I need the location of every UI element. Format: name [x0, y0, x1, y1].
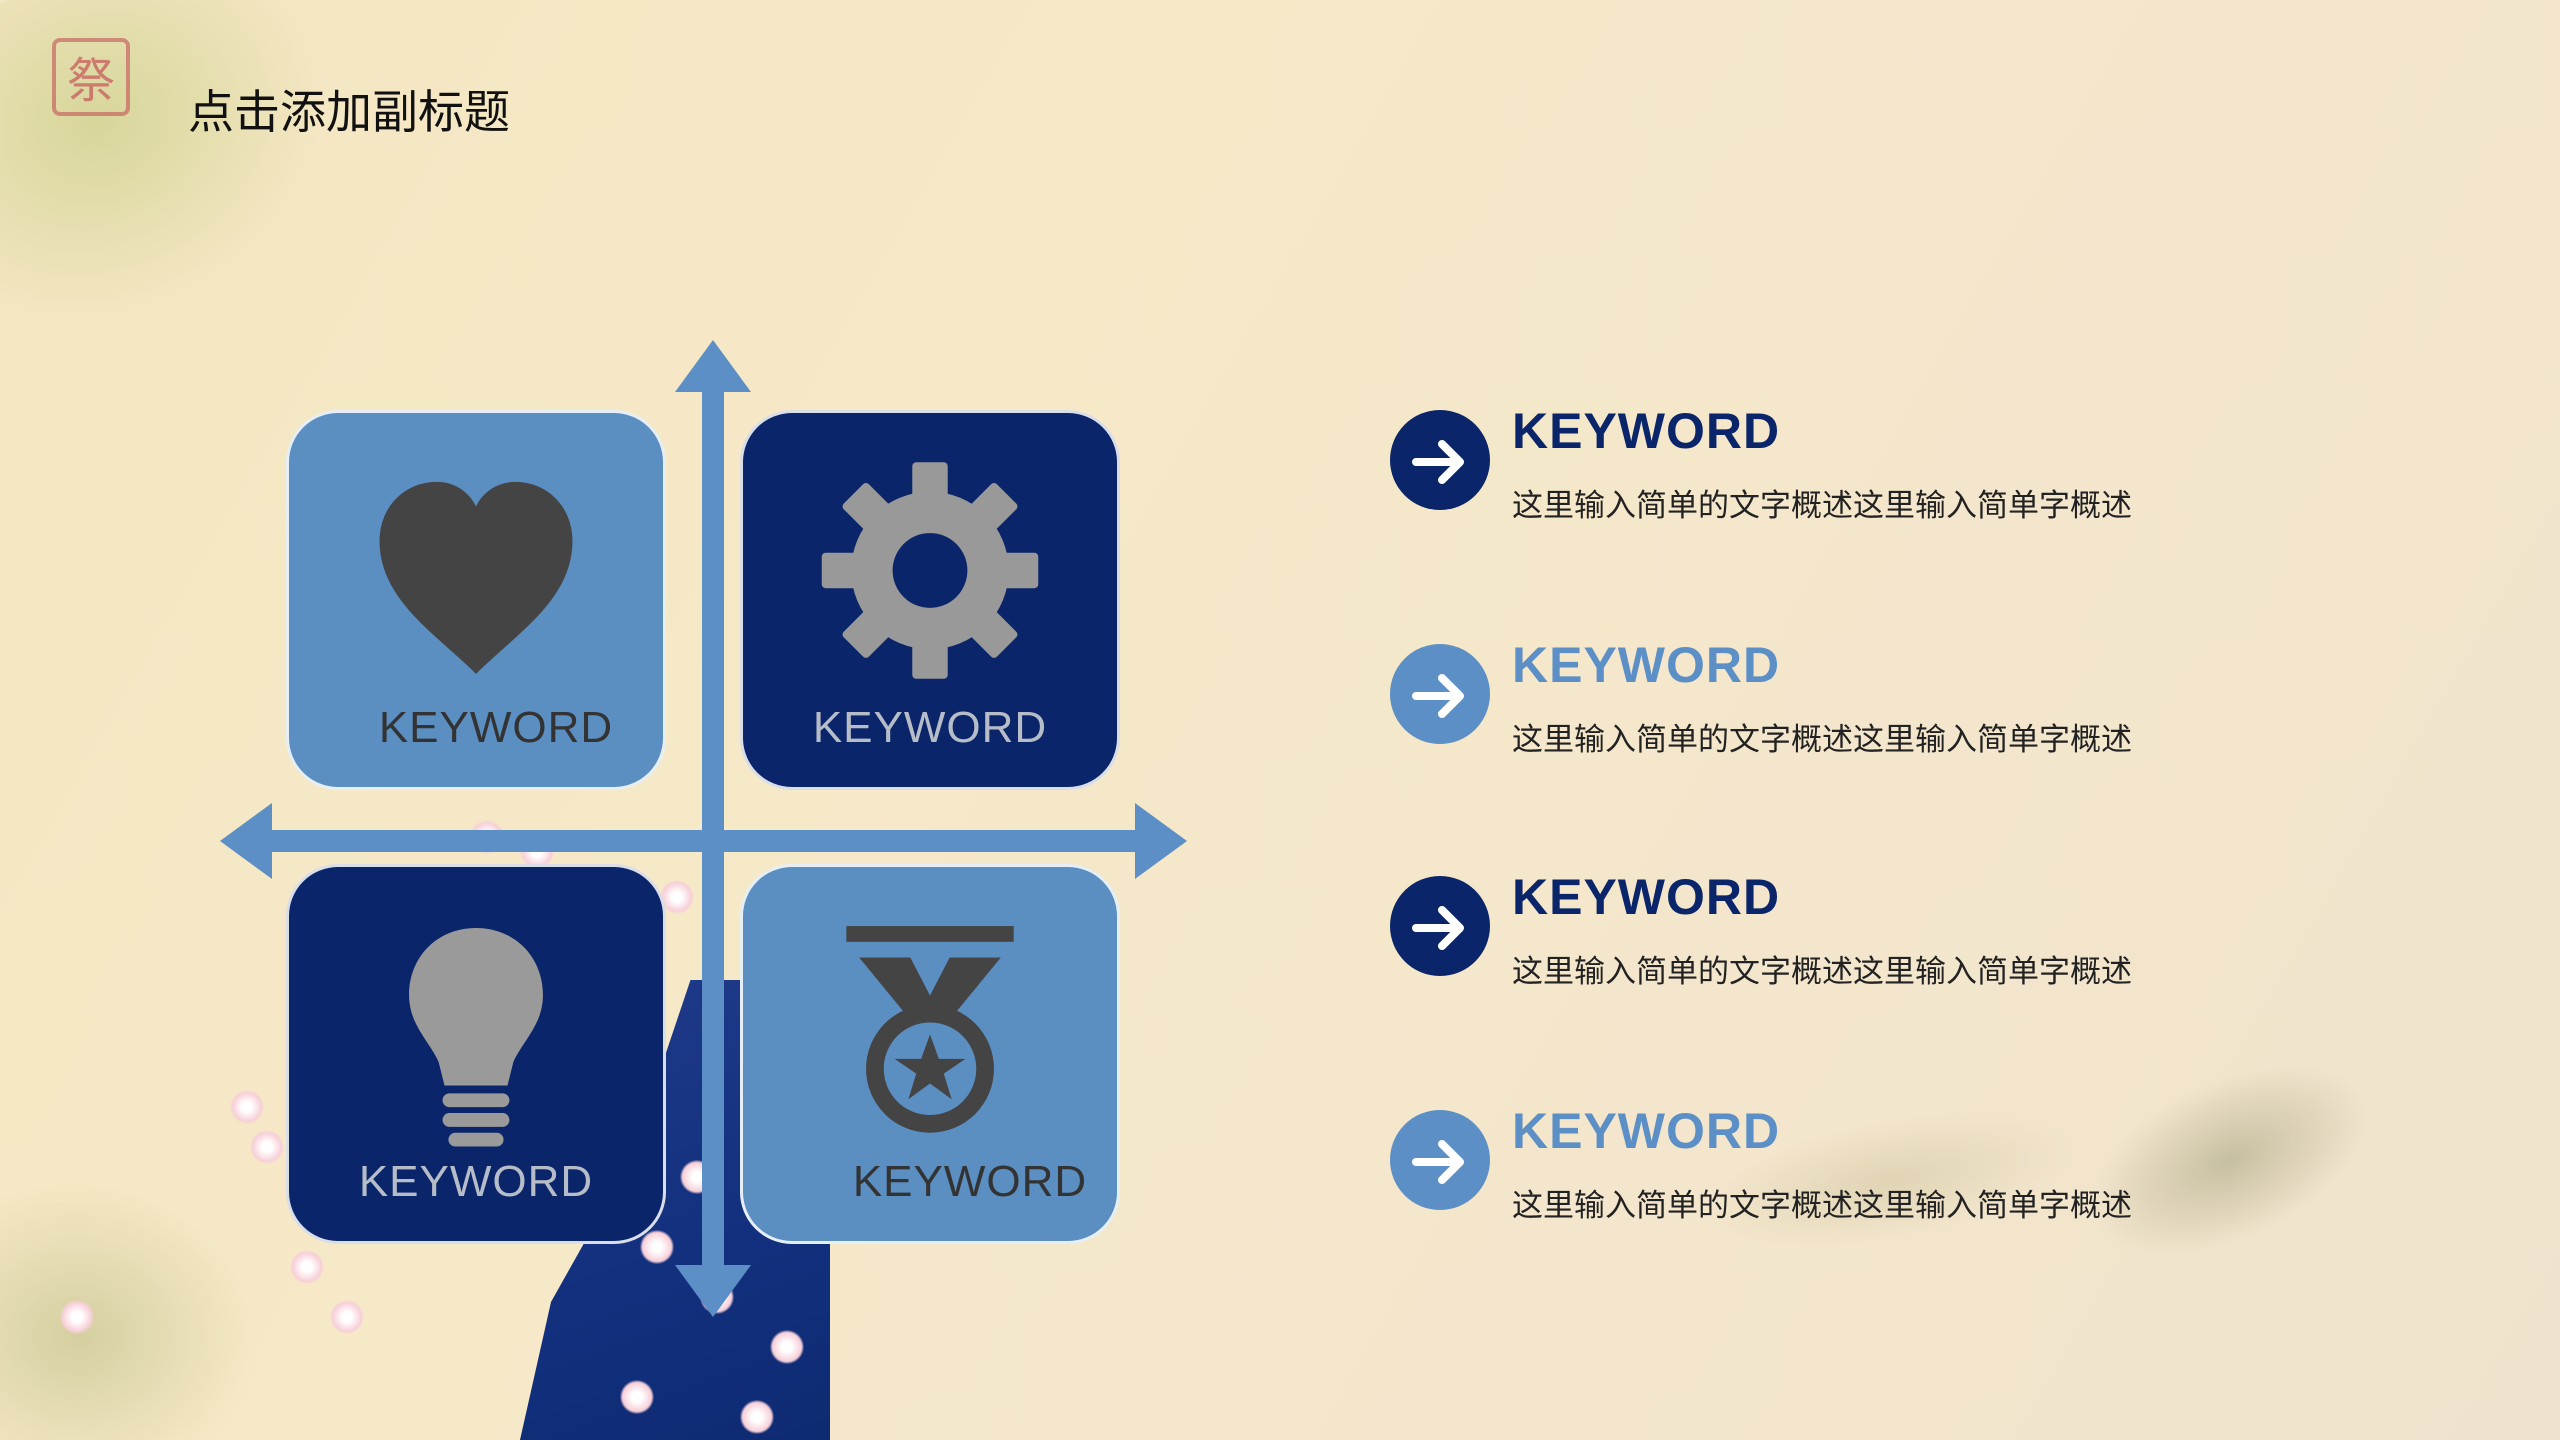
quadrant-tile-4[interactable]: KEYWORD [740, 864, 1120, 1244]
list-item[interactable]: KEYWORD 这里输入简单的文字概述这里输入简单字概述 [1390, 1102, 2290, 1242]
arrow-left-head [220, 803, 272, 879]
quadrant-label: KEYWORD [812, 703, 1048, 752]
list-item[interactable]: KEYWORD 这里输入简单的文字概述这里输入简单字概述 [1390, 868, 2290, 1008]
item-description: 这里输入简单的文字概述这里输入简单字概述 [1512, 488, 2132, 524]
arrow-circle [1390, 644, 1490, 744]
vertical-axis [702, 376, 724, 1276]
horizontal-axis [264, 830, 1144, 852]
item-keyword: KEYWORD [1512, 403, 1781, 459]
quadrant-label: KEYWORD [852, 1157, 1088, 1206]
lightbulb-icon [409, 928, 543, 1147]
quadrant-tile-1[interactable]: KEYWORD [286, 410, 666, 790]
item-keyword: KEYWORD [1512, 869, 1781, 925]
arrow-circle [1390, 410, 1490, 510]
list-item[interactable]: KEYWORD 这里输入简单的文字概述这里输入简单字概述 [1390, 402, 2290, 542]
arrow-right-icon [1412, 440, 1464, 484]
quadrant-label: KEYWORD [358, 1157, 594, 1206]
quadrant-label: KEYWORD [378, 703, 614, 752]
item-description: 这里输入简单的文字概述这里输入简单字概述 [1512, 954, 2132, 990]
list-item[interactable]: KEYWORD 这里输入简单的文字概述这里输入简单字概述 [1390, 636, 2290, 776]
gear-icon [821, 462, 1039, 679]
arrow-up-head [675, 340, 751, 392]
heart-icon [379, 481, 573, 674]
arrow-right-icon [1412, 674, 1464, 718]
item-keyword: KEYWORD [1512, 637, 1781, 693]
arrow-right-icon [1412, 906, 1464, 950]
item-keyword: KEYWORD [1512, 1103, 1781, 1159]
arrow-right-head [1135, 803, 1187, 879]
item-description: 这里输入简单的文字概述这里输入简单字概述 [1512, 722, 2132, 758]
seal-stamp: 祭 [52, 38, 130, 116]
item-description: 这里输入简单的文字概述这里输入简单字概述 [1512, 1188, 2132, 1224]
quadrant-diagram: KEYWORD KEYWORD [220, 340, 1190, 1320]
quadrant-tile-2[interactable]: KEYWORD [740, 410, 1120, 790]
arrow-right-icon [1412, 1140, 1464, 1184]
page-title[interactable]: 点击添加副标题 [188, 85, 510, 139]
quadrant-tile-3[interactable]: KEYWORD [286, 864, 666, 1244]
arrow-down-head [675, 1265, 751, 1317]
arrow-circle [1390, 1110, 1490, 1210]
medal-icon [846, 926, 1014, 1133]
arrow-circle [1390, 876, 1490, 976]
